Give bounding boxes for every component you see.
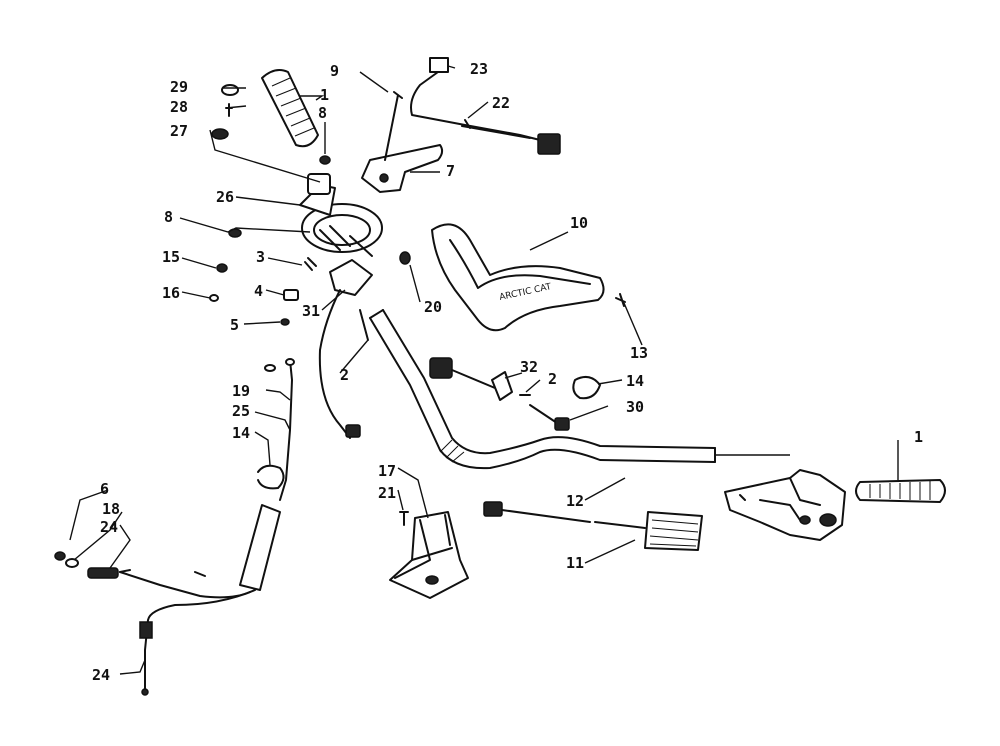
- callout-13: 13: [630, 344, 648, 362]
- callout-21: 21: [378, 484, 396, 502]
- callout-16: 16: [162, 284, 180, 302]
- hardware: [209, 84, 626, 526]
- callout-11: 11: [566, 554, 584, 572]
- callout-7: 7: [446, 162, 455, 180]
- callout-14-right: 14: [626, 372, 644, 390]
- callout-14-left: 14: [232, 424, 250, 442]
- handlebar: [369, 309, 790, 470]
- throttle-housing: [724, 469, 846, 541]
- callout-8-left: 8: [164, 208, 173, 226]
- left-grip: [261, 69, 319, 148]
- leader-lines: [69, 65, 899, 675]
- heater-wire: [410, 57, 561, 155]
- throttle-cable: [54, 358, 295, 696]
- callout-2-center: 2: [340, 366, 349, 384]
- steering-post-housing: [299, 173, 383, 257]
- callout-numbers: 1 1 2 2 3 4 5 6 7 8 8 9 10 11 12 13 14 1…: [92, 60, 923, 684]
- callout-10: 10: [570, 214, 588, 232]
- switch-block: [318, 259, 373, 439]
- callout-3: 3: [256, 248, 265, 266]
- callout-5: 5: [230, 316, 239, 334]
- callout-20: 20: [424, 298, 442, 316]
- callout-15: 15: [162, 248, 180, 266]
- rubber-boot: [389, 511, 469, 599]
- callout-24-lower: 24: [92, 666, 110, 684]
- callout-22: 22: [492, 94, 510, 112]
- callout-32: 32: [520, 358, 538, 376]
- callout-24-upper: 24: [100, 518, 118, 536]
- callout-2-right: 2: [548, 370, 557, 388]
- callout-1-right: 1: [914, 428, 923, 446]
- callout-8-top: 8: [318, 104, 327, 122]
- callout-6: 6: [100, 480, 109, 498]
- callout-1-top: 1: [320, 86, 329, 104]
- callout-25: 25: [232, 402, 250, 420]
- callout-19: 19: [232, 382, 250, 400]
- callout-30: 30: [626, 398, 644, 416]
- callout-18: 18: [102, 500, 120, 518]
- callout-31: 31: [302, 302, 320, 320]
- callout-4: 4: [254, 282, 263, 300]
- callout-26: 26: [216, 188, 234, 206]
- callout-29: 29: [170, 78, 188, 96]
- right-grip: [855, 479, 946, 503]
- callout-9: 9: [330, 62, 339, 80]
- hand-pad: ARCTIC CAT: [431, 223, 605, 332]
- callout-28: 28: [170, 98, 188, 116]
- clamp-right: [572, 375, 601, 400]
- kill-switch: [429, 357, 570, 431]
- callout-12: 12: [566, 492, 584, 510]
- heater-pad: [483, 501, 703, 551]
- callout-23: 23: [470, 60, 488, 78]
- callout-27: 27: [170, 122, 188, 140]
- callout-17: 17: [378, 462, 396, 480]
- brake-lever: [361, 144, 444, 193]
